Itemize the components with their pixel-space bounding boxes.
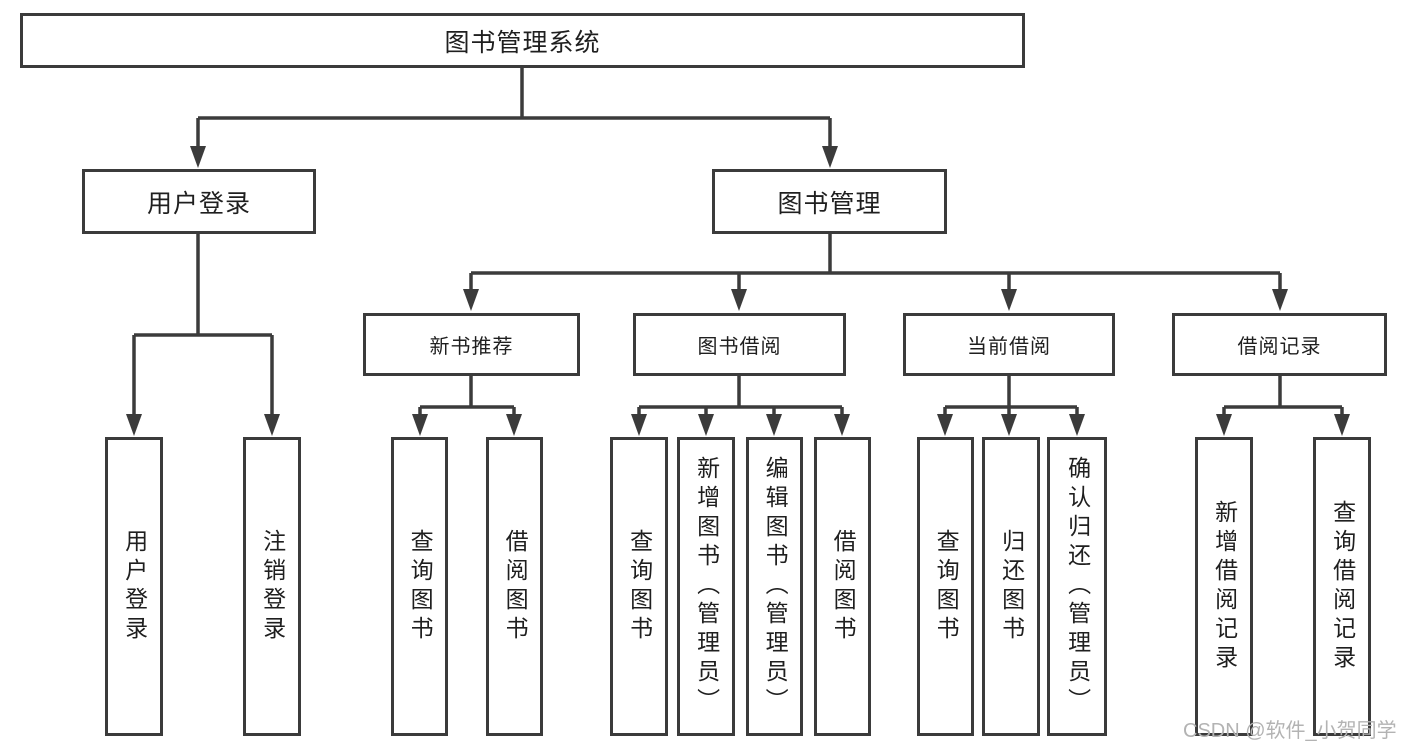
node-book-borrow-label: 图书借阅 — [697, 336, 782, 358]
node-user-login-label: 用户登录 — [146, 189, 251, 218]
connector-book-management-split — [463, 234, 1288, 311]
leaf-user-login: 用户登录 — [105, 437, 163, 736]
leaf-nbr-query-book: 查询图书 — [391, 437, 448, 736]
connector-borrow-records-split — [1216, 376, 1350, 436]
node-root-label: 图书管理系统 — [444, 28, 601, 57]
connector-user-login-split — [126, 234, 280, 436]
node-borrow-records: 借阅记录 — [1172, 313, 1387, 376]
node-new-book-recommend: 新书推荐 — [363, 313, 580, 376]
leaf-cb-query-book: 查询图书 — [917, 437, 974, 736]
node-book-management: 图书管理 — [712, 169, 947, 234]
leaf-nbr-query-book-label: 查询图书 — [407, 528, 434, 645]
leaf-br-query-record-label: 查询借阅记录 — [1329, 499, 1356, 674]
leaf-logout-label: 注销登录 — [259, 528, 286, 645]
node-user-login: 用户登录 — [82, 169, 316, 234]
connector-new-book-recommend-split — [412, 376, 522, 436]
leaf-bb-borrow-book: 借阅图书 — [814, 437, 871, 736]
leaf-bb-add-book-admin: 新增图书（管理员） — [677, 437, 735, 736]
leaf-nbr-borrow-book: 借阅图书 — [486, 437, 543, 736]
leaf-cb-return-book-label: 归还图书 — [998, 528, 1025, 645]
leaf-br-query-record: 查询借阅记录 — [1313, 437, 1371, 736]
connector-root-split — [190, 68, 838, 168]
node-new-book-recommend-label: 新书推荐 — [429, 336, 514, 358]
leaf-user-login-label: 用户登录 — [121, 528, 148, 645]
node-book-management-label: 图书管理 — [777, 189, 882, 218]
csdn-watermark: CSDN @软件_小贺同学 — [1183, 720, 1397, 742]
node-book-borrow: 图书借阅 — [633, 313, 846, 376]
node-current-borrow: 当前借阅 — [903, 313, 1115, 376]
connector-book-borrow-split — [631, 376, 850, 436]
leaf-nbr-borrow-book-label: 借阅图书 — [502, 528, 529, 645]
leaf-logout: 注销登录 — [243, 437, 301, 736]
leaf-bb-add-book-admin-label: 新增图书（管理员） — [693, 456, 720, 717]
leaf-cb-return-book: 归还图书 — [982, 437, 1040, 736]
node-root: 图书管理系统 — [20, 13, 1025, 68]
leaf-br-add-record-label: 新增借阅记录 — [1211, 499, 1238, 674]
leaf-cb-confirm-return-admin: 确认归还（管理员） — [1047, 437, 1107, 736]
leaf-bb-borrow-book-label: 借阅图书 — [830, 528, 857, 645]
leaf-bb-query-book: 查询图书 — [610, 437, 668, 736]
leaf-cb-confirm-return-admin-label: 确认归还（管理员） — [1064, 456, 1091, 717]
leaf-br-add-record: 新增借阅记录 — [1195, 437, 1253, 736]
leaf-bb-edit-book-admin-label: 编辑图书（管理员） — [762, 456, 789, 717]
node-current-borrow-label: 当前借阅 — [967, 336, 1051, 358]
leaf-bb-query-book-label: 查询图书 — [626, 528, 653, 645]
leaf-cb-query-book-label: 查询图书 — [933, 528, 960, 645]
connector-current-borrow-split — [937, 376, 1085, 436]
node-borrow-records-label: 借阅记录 — [1237, 336, 1322, 358]
leaf-bb-edit-book-admin: 编辑图书（管理员） — [746, 437, 803, 736]
